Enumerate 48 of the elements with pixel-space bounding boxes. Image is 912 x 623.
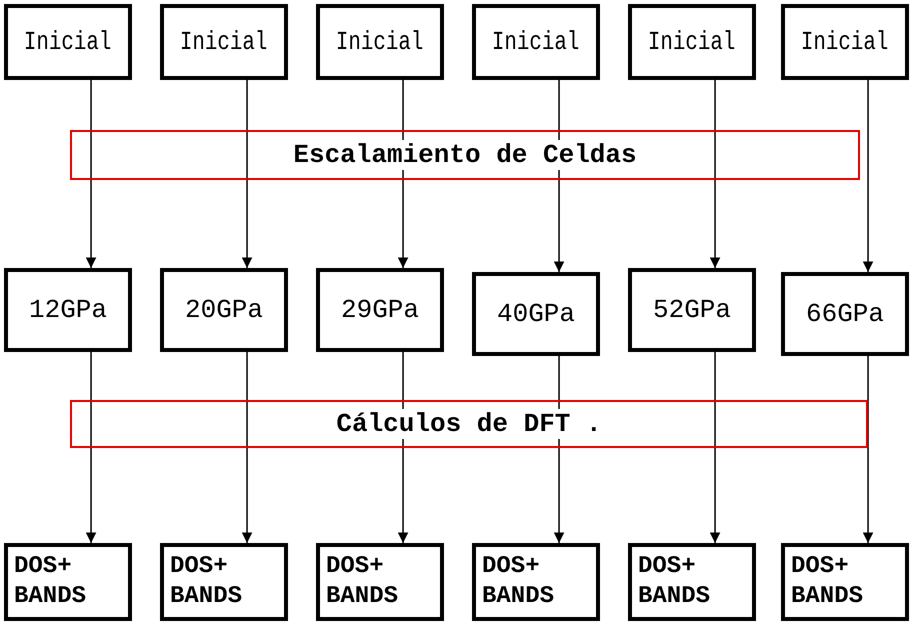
result-box xyxy=(628,543,756,621)
pressure-label: 52GPa xyxy=(652,295,731,325)
box-label: Inicial xyxy=(336,27,424,57)
pressure-box xyxy=(316,268,444,352)
process-box xyxy=(781,4,909,80)
result-label: DOS+ BANDS xyxy=(14,552,88,612)
result-box xyxy=(781,543,909,621)
arrow xyxy=(554,356,564,543)
box-label: Inicial xyxy=(24,27,112,57)
pressure-label: 20GPa xyxy=(184,295,263,325)
arrow xyxy=(242,80,252,268)
process-box xyxy=(628,4,756,80)
result-box xyxy=(316,543,444,621)
box-label: Inicial xyxy=(648,27,736,57)
process-box xyxy=(160,4,288,80)
arrow xyxy=(554,80,564,272)
arrow xyxy=(862,80,874,272)
pressure-label: 66GPa xyxy=(806,299,884,329)
box-label: Inicial xyxy=(180,27,268,57)
pressure-box xyxy=(160,268,288,352)
result-label: DOS+ BANDS xyxy=(791,552,864,612)
arrow xyxy=(710,80,720,268)
process-box xyxy=(4,4,132,80)
box-label: Inicial xyxy=(801,27,889,57)
result-box xyxy=(4,543,132,621)
arrow xyxy=(710,352,720,543)
result-box xyxy=(472,543,600,621)
arrow xyxy=(862,356,874,543)
pressure-box xyxy=(4,268,132,352)
arrow xyxy=(398,80,408,268)
arrow xyxy=(86,80,96,268)
arrow xyxy=(86,352,96,543)
process-box xyxy=(316,4,444,80)
pressure-box xyxy=(781,272,909,356)
arrow xyxy=(398,352,408,543)
process-box xyxy=(472,4,600,80)
result-label: DOS+ BANDS xyxy=(482,552,556,612)
pressure-label: 40GPa xyxy=(496,299,575,329)
box-label: Inicial xyxy=(492,27,580,57)
pressure-label: 12GPa xyxy=(28,295,107,325)
arrow xyxy=(242,352,252,543)
pressure-box xyxy=(472,272,600,356)
result-box xyxy=(160,543,288,621)
pressure-label: 29GPa xyxy=(340,295,419,325)
result-label: DOS+ BANDS xyxy=(170,552,244,612)
result-label: DOS+ BANDS xyxy=(326,552,400,612)
pressure-box xyxy=(628,268,756,352)
result-label: DOS+ BANDS xyxy=(638,552,712,612)
